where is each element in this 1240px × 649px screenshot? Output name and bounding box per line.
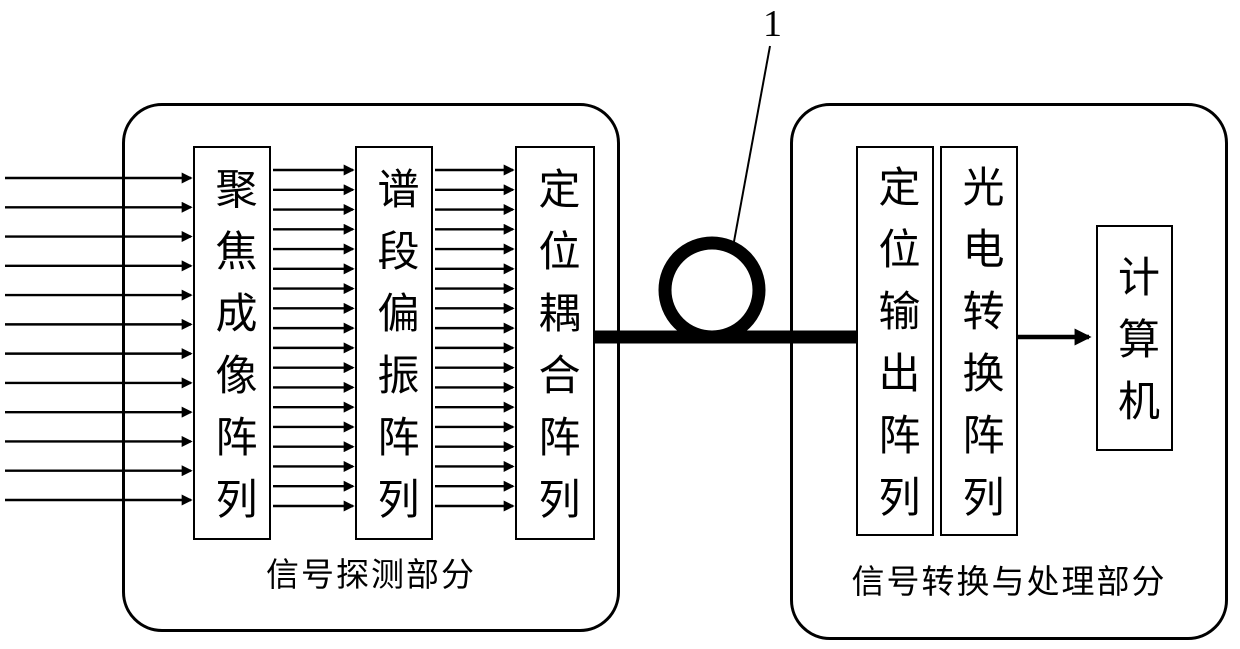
computer-label: 计算机 [1111,255,1158,441]
positioning-coupling-array-box: 定位耦合阵列 [515,146,595,540]
figure-label: 1 [763,3,782,45]
input-light-arrows [5,172,193,506]
imaging-to-polarization-arrows [273,164,355,512]
computer-box: 计算机 [1096,225,1173,451]
spectral-polarization-array-box: 谱段偏振阵列 [355,146,433,540]
signal-detection-title: 信号探测部分 [266,558,476,594]
signal-processing-section: 定位输出阵列 光电转换阵列 计算机 信号转换与处理部分 [790,103,1228,640]
figure-leader-line [732,45,771,248]
focusing-imaging-array-label: 聚焦成像阵列 [209,167,255,539]
photoelectric-conversion-array-label: 光电转换阵列 [956,165,1002,537]
polarization-to-coupling-arrows [435,164,515,512]
focusing-imaging-array-box: 聚焦成像阵列 [193,146,271,540]
photoelectric-conversion-array-box: 光电转换阵列 [940,146,1018,537]
spectral-polarization-array-label: 谱段偏振阵列 [371,167,417,539]
fiber-loop [658,236,766,344]
positioning-coupling-array-label: 定位耦合阵列 [532,167,578,539]
signal-processing-title: 信号转换与处理部分 [851,565,1167,601]
positioning-output-array-label: 定位输出阵列 [872,165,918,537]
positioning-output-array-box: 定位输出阵列 [856,146,934,537]
signal-detection-section: 聚焦成像阵列 谱段偏振阵列 定位耦合阵列 信号探测部分 [122,103,620,632]
